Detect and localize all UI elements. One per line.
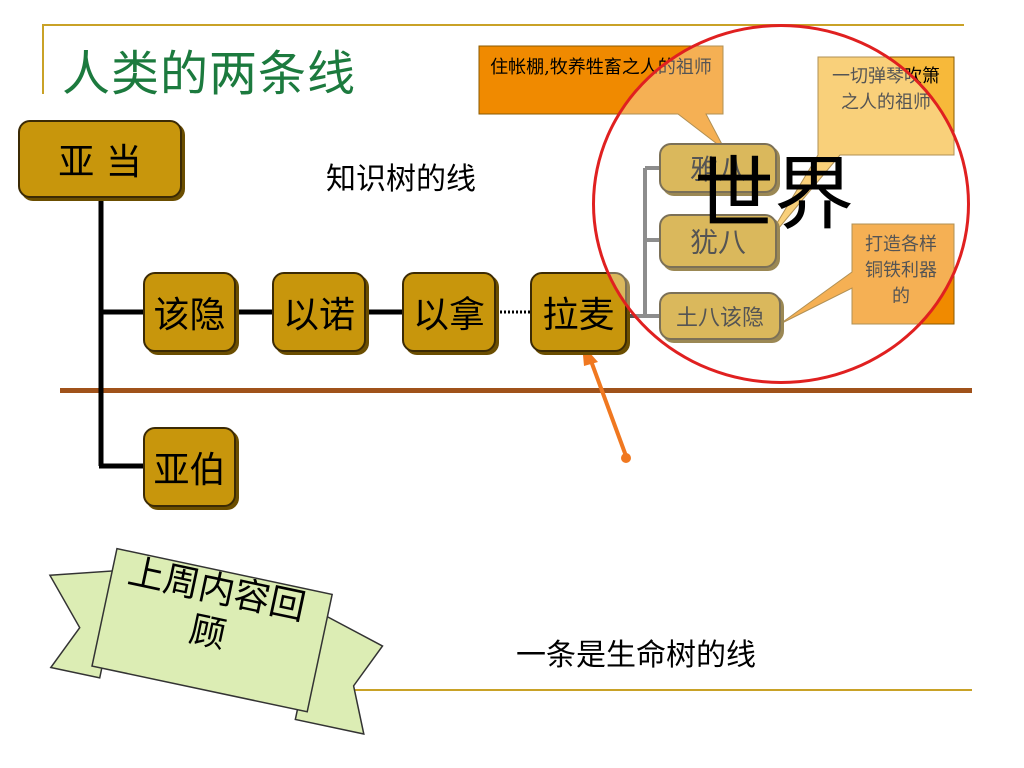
left-border-line <box>42 24 44 94</box>
bottom-border-line <box>310 689 972 691</box>
slide-title: 人类的两条线 <box>62 46 357 102</box>
lamech-box: 拉麦 <box>530 272 627 352</box>
adam-box: 亚 当 <box>18 120 182 198</box>
top-border-line <box>42 24 964 26</box>
lamech-arrow <box>585 349 628 457</box>
enosh-box: 该隐 <box>143 272 236 352</box>
world-label: 世界 <box>694 148 854 241</box>
enoch-box: 以诺 <box>272 272 366 352</box>
tree-connectors <box>98 198 402 469</box>
irad-box: 以拿 <box>402 272 496 352</box>
world-circle <box>592 24 970 384</box>
knowledge-tree-label: 知识树的线 <box>326 162 476 197</box>
lamech-arrow-dot <box>621 453 631 463</box>
banner-body <box>91 547 334 713</box>
life-tree-label: 一条是生命树的线 <box>516 638 756 673</box>
abel-box: 亚伯 <box>143 427 236 507</box>
divider-line <box>60 388 972 393</box>
